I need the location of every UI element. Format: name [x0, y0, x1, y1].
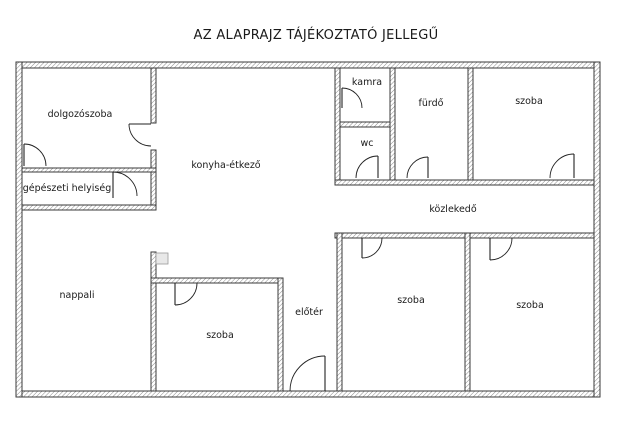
- chimney: [155, 252, 169, 265]
- outer-wall-right: [593, 61, 601, 398]
- wall-pantry-left: [334, 67, 341, 186]
- label-dolgozoszoba: dolgozószoba: [48, 109, 113, 120]
- door-room-center-arc: [174, 282, 198, 306]
- outer-wall-left: [15, 61, 23, 398]
- outer-wall-bottom: [15, 390, 601, 398]
- wall-room-divider: [464, 232, 471, 392]
- door-room-bm-arc: [361, 237, 383, 259]
- door-study-right-arc: [128, 123, 152, 147]
- wall-bath-right: [467, 67, 474, 186]
- label-wc: wc: [361, 138, 374, 149]
- wall-center-room-left: [150, 251, 157, 392]
- wall-study-right-upper: [150, 67, 157, 124]
- door-study-arc: [23, 143, 47, 167]
- label-kozlekedo: közlekedő: [429, 204, 476, 215]
- label-furdo: fürdő: [419, 98, 444, 109]
- label-szoba-bottom-mid: szoba: [397, 295, 425, 306]
- label-kamra: kamra: [352, 77, 382, 88]
- label-nappali: nappali: [59, 290, 94, 301]
- outer-wall-top: [15, 61, 601, 69]
- wall-center-room-right: [277, 277, 284, 392]
- walls: [15, 61, 601, 398]
- wall-study-right-lower: [150, 149, 157, 211]
- door-utility-arc: [112, 171, 138, 197]
- wall-utility-bottom: [21, 204, 157, 211]
- wall-pantry-wc: [339, 121, 393, 128]
- door-entrance-arc: [289, 355, 326, 392]
- label-konyha: konyha-étkező: [191, 160, 260, 171]
- label-szoba-top-right: szoba: [515, 96, 543, 107]
- door-pantry-arc: [341, 87, 363, 109]
- label-eloter: előtér: [295, 307, 323, 318]
- door-room-tr-arc: [549, 153, 575, 179]
- door-bath-arc: [406, 156, 429, 179]
- plan-title: AZ ALAPRAJZ TÁJÉKOZTATÓ JELLEGŰ: [194, 27, 439, 43]
- room-labels: dolgozószoba gépészeti helyiség konyha-é…: [23, 77, 544, 341]
- doors: [23, 87, 575, 392]
- wall-room-mid-left: [336, 232, 343, 392]
- wall-study-bottom: [21, 167, 157, 173]
- door-room-br-arc: [489, 237, 513, 261]
- label-szoba-center: szoba: [206, 330, 234, 341]
- label-gepeszeti: gépészeti helyiség: [23, 183, 112, 194]
- label-szoba-bottom-right: szoba: [516, 300, 544, 311]
- wall-corridor-top: [334, 179, 595, 186]
- door-wc-arc: [355, 155, 379, 179]
- wall-wc-right: [389, 67, 396, 186]
- wall-center-room-top: [150, 277, 284, 284]
